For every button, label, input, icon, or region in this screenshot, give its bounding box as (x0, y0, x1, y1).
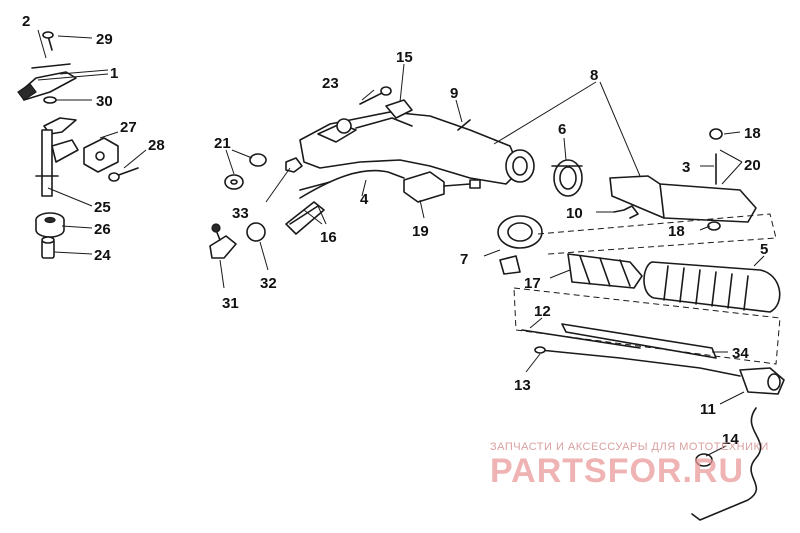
callout-29: 29 (96, 31, 113, 48)
callout-4: 4 (360, 191, 369, 208)
part-34-sleeve (561, 323, 717, 359)
callout-18-top: 18 (744, 125, 761, 142)
callout-32: 32 (260, 275, 277, 292)
callout-33: 33 (232, 205, 249, 222)
callout-2: 2 (22, 13, 30, 30)
part-11-stop-switch (739, 367, 785, 395)
callout-24: 24 (94, 247, 111, 264)
part-21-washer (224, 153, 267, 190)
assembly-outline-handle (537, 213, 777, 255)
callout-6: 6 (558, 121, 566, 138)
callout-13: 13 (514, 377, 531, 394)
callout-11: 11 (700, 401, 716, 418)
part-4-cable (299, 169, 405, 199)
callout-17: 17 (524, 275, 541, 292)
part-13-wire (534, 346, 741, 377)
part-handle-shaft (609, 175, 757, 223)
part-6-bearing (551, 159, 583, 197)
callout-28: 28 (148, 137, 165, 154)
part-32-ball (246, 222, 266, 242)
part-19-barrel (403, 171, 481, 203)
part-26-gear-knob (35, 212, 65, 238)
callout-8: 8 (590, 67, 598, 84)
part-27-clamp (83, 137, 119, 173)
leader-lines (37, 29, 765, 457)
part-25-throttle-shaft (35, 117, 79, 197)
callout-5: 5 (760, 241, 768, 258)
callout-31: 31 (222, 295, 239, 312)
callout-14: 14 (722, 431, 739, 448)
callout-20: 20 (744, 157, 761, 174)
part-1-lever (17, 63, 77, 101)
part-7-friction-ring (497, 215, 543, 275)
callout-34: 34 (732, 345, 749, 362)
callout-15: 15 (396, 49, 413, 66)
part-24-pin (41, 236, 55, 259)
callout-23: 23 (322, 75, 339, 92)
callout-21: 21 (214, 135, 231, 152)
part-8-tiller-arm (299, 111, 535, 185)
watermark-tagline: ЗАПЧАСТИ И АКСЕССУАРЫ ДЛЯ МОТОТЕХНИКИ (490, 441, 769, 453)
part-17-throttle-grip (567, 253, 643, 289)
part-29-screw (42, 31, 54, 51)
part-10-spring (613, 205, 639, 219)
part-18-bushing (707, 128, 723, 231)
callout-3: 3 (682, 159, 690, 176)
callout-18-bottom: 18 (668, 223, 685, 240)
callout-12: 12 (534, 303, 551, 320)
watermark-brand: PARTSFOR.RU (490, 452, 744, 490)
part-15-clip (385, 99, 413, 119)
callout-26: 26 (94, 221, 111, 238)
part-16-spring-sleeve (285, 181, 331, 235)
callout-19: 19 (412, 223, 429, 240)
part-14-lanyard (691, 407, 762, 521)
part-31-ball-joint (209, 223, 237, 259)
callout-27: 27 (120, 119, 137, 136)
assembly-outline-switch (513, 287, 781, 365)
callout-7: 7 (460, 251, 468, 268)
part-30-washer (43, 96, 57, 104)
part-28-screw (108, 167, 139, 182)
part-9-pin (457, 119, 471, 131)
part-23-bolt (359, 86, 392, 105)
callout-30: 30 (96, 93, 113, 110)
callout-25: 25 (94, 199, 111, 216)
callout-9: 9 (450, 85, 458, 102)
callout-16: 16 (320, 229, 337, 246)
callout-1: 1 (110, 65, 118, 82)
part-5-grip-sleeve (643, 261, 781, 313)
callout-10: 10 (566, 205, 583, 222)
